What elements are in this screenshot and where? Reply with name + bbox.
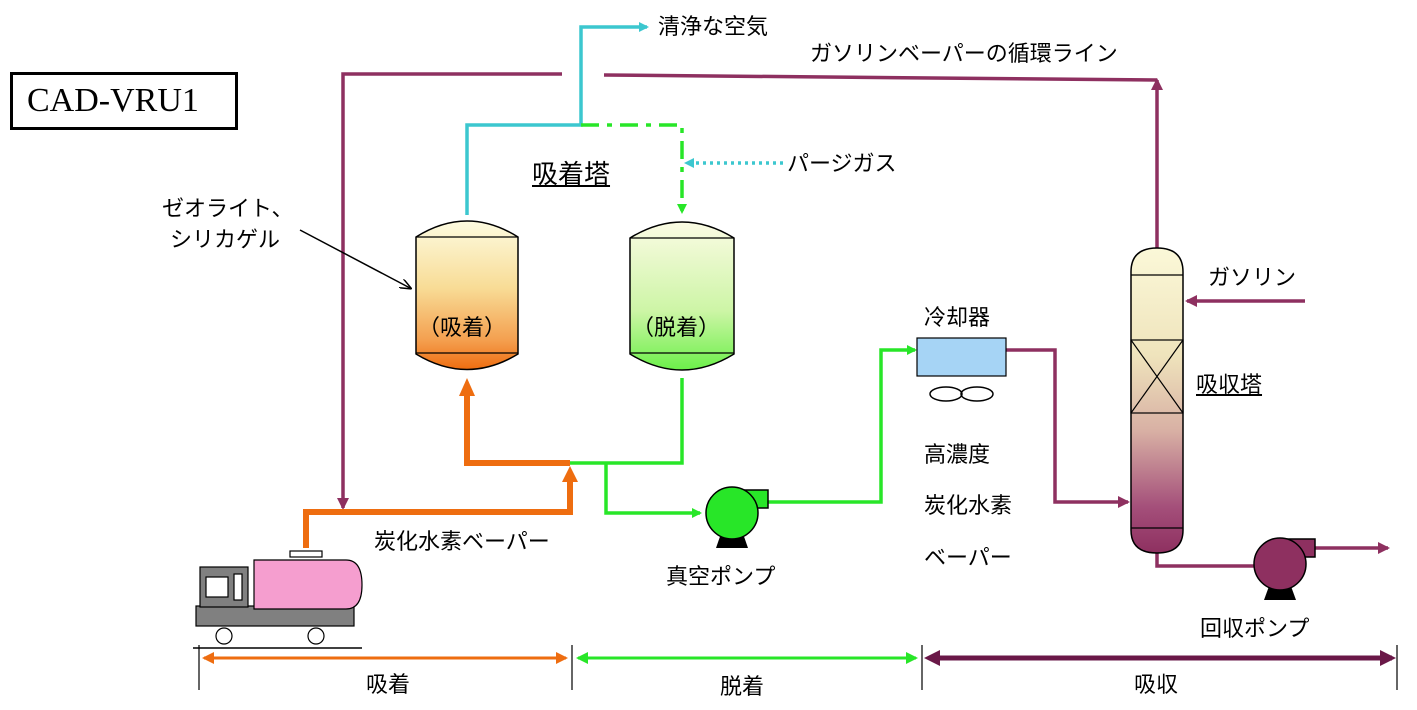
purge-gas-label: パージガス (787, 152, 897, 177)
desorber-vessel (629, 221, 735, 371)
cooler-outlet-line (1006, 348, 1130, 508)
zeolite-label-1: ゼオライト、 (162, 197, 294, 222)
recovery-pump (1253, 537, 1316, 600)
adsorber-feed-line (464, 392, 570, 466)
cooler-label: 冷却器 (924, 306, 991, 331)
title-box: CAD-VRU1 (10, 72, 238, 130)
phase-adsorb-arrow (202, 652, 568, 664)
hc-vapor-feed-line (303, 480, 573, 548)
phase-desorb-label: 脱着 (720, 675, 765, 700)
desorber-outlet-line (570, 378, 684, 465)
adsorber-vessel-label: （吸着） (418, 316, 507, 341)
cooler-unit (916, 337, 1007, 402)
absorber-bottom-line (1155, 553, 1255, 568)
desorber-vessel-label: （脱着） (632, 316, 721, 341)
clean-air-label: 清浄な空気 (658, 15, 769, 40)
recycle-line-top (343, 72, 1158, 508)
absorber-title: 吸収塔 (1196, 373, 1263, 398)
adsorber-vessel (415, 220, 519, 371)
phase-adsorb-label: 吸着 (366, 673, 411, 698)
hc-label-1: 高濃度 (924, 443, 991, 468)
pump-discharge-line (768, 345, 917, 504)
gasoline-label: ガソリン (1208, 266, 1297, 291)
phase-absorb-arrow (924, 650, 1396, 666)
recycle-line-label: ガソリンベーパーの循環ライン (810, 42, 1118, 67)
pump-suction-line (604, 463, 702, 518)
purge-recycle-line (581, 123, 687, 214)
absorber-tower (1130, 247, 1184, 554)
vacuum-pump (705, 486, 769, 548)
hc-label-2: 炭化水素 (924, 494, 1013, 519)
phase-desorb-arrow (576, 652, 918, 664)
tanker-truck (195, 550, 363, 645)
zeolite-pointer (299, 229, 410, 288)
adsorber-title: 吸着塔 (532, 160, 611, 190)
recovery-pump-label: 回収ポンプ (1200, 617, 1310, 642)
hc-label-3: ベーパー (924, 546, 1012, 571)
hc-vapor-label: 炭化水素ベーパー (374, 530, 550, 555)
vacuum-pump-label: 真空ポンプ (666, 565, 776, 590)
phase-absorb-label: 吸収 (1134, 673, 1179, 698)
zeolite-label-2: シリカゲル (170, 228, 281, 253)
